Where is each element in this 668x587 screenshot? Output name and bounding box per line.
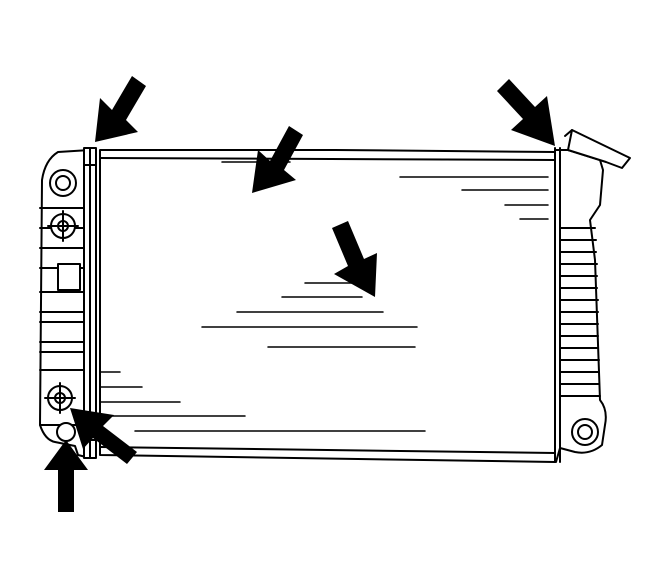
left-lower-fitting (44, 382, 76, 414)
right-lower-mount (571, 418, 599, 446)
callout-arrow-core-upper (252, 126, 303, 193)
left-square-port (57, 263, 81, 291)
callout-arrow-lower-fitting (70, 408, 137, 464)
right-inlet-neck (564, 129, 631, 169)
callout-arrows (44, 76, 555, 512)
radiator-core (99, 149, 556, 463)
callout-arrow-right-top (497, 79, 555, 146)
left-upper-fitting (47, 210, 79, 242)
callout-arrow-lower-mount (44, 440, 88, 512)
core-fin-lines (99, 161, 549, 432)
callout-arrow-left-top (95, 76, 146, 142)
right-tank (554, 147, 607, 463)
left-lower-mount (56, 422, 76, 442)
callout-arrow-core-center (332, 221, 377, 297)
left-upper-mount (49, 169, 77, 197)
